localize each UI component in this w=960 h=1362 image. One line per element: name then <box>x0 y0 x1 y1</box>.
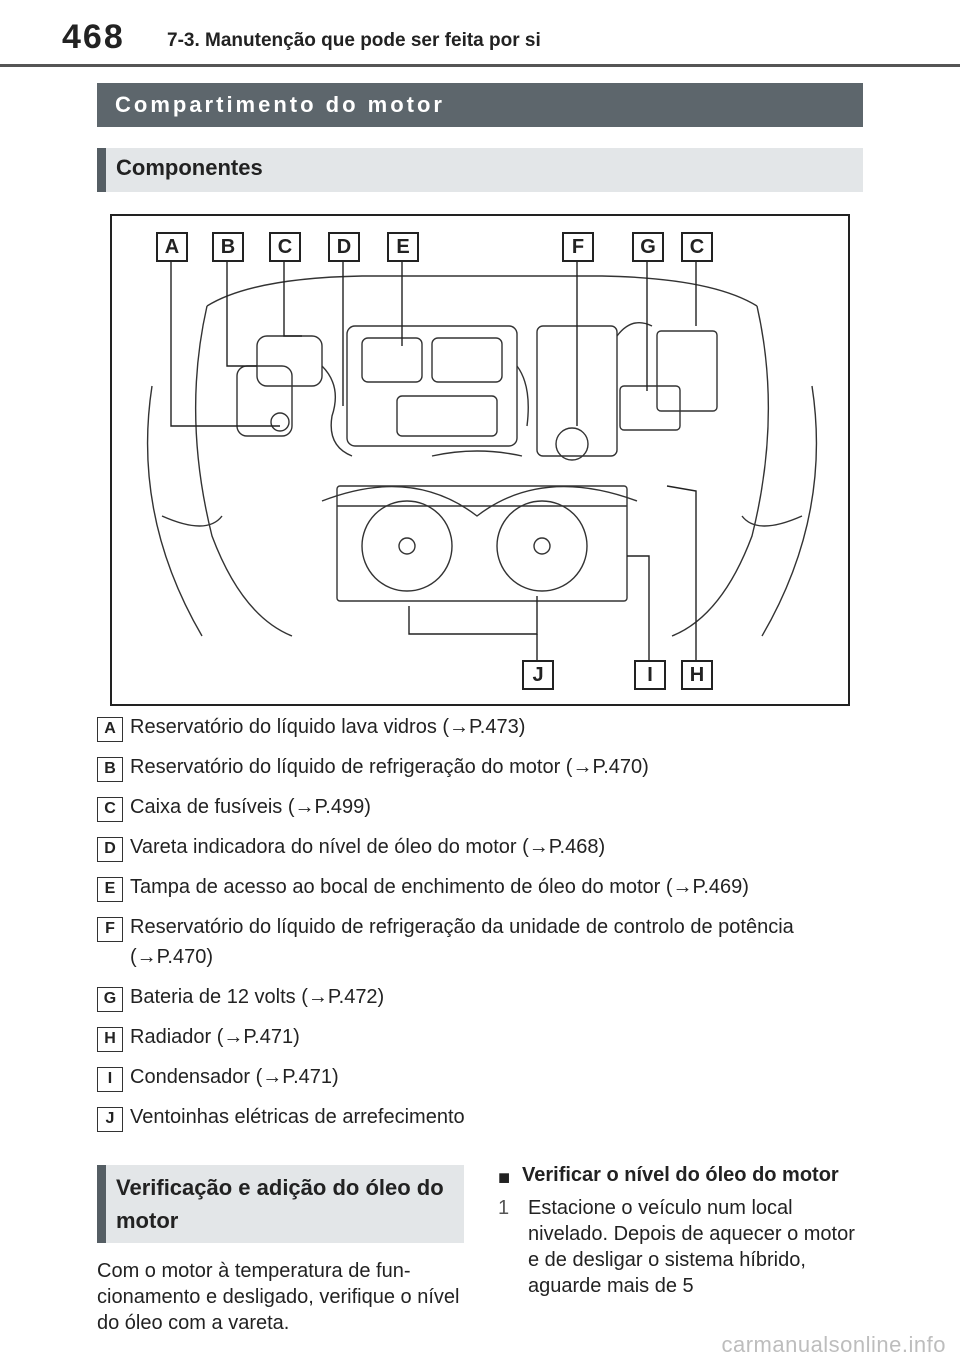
engine-illustration <box>146 262 818 660</box>
callout-j: J <box>522 660 554 690</box>
watermark: carmanualsonline.info <box>721 1332 946 1357</box>
callout-e: E <box>387 232 419 262</box>
legend-text: Tampa de acesso ao bocal de enchimento d… <box>130 876 749 898</box>
legend-key: C <box>97 797 123 822</box>
callout-c-right: C <box>681 232 713 262</box>
legend-text: Reservatório do líquido de refrigeração … <box>130 916 794 968</box>
legend-key: B <box>97 757 123 782</box>
legend-key: D <box>97 837 123 862</box>
legend-text: Radiador (→P.471) <box>130 1026 300 1048</box>
legend-item: F Reservatório do líquido de refrigeraçã… <box>97 912 867 972</box>
legend-item: J Ventoinhas elétricas de arrefecimento <box>97 1102 867 1132</box>
legend-text: Reservatório do líquido de refrigeração … <box>130 756 649 778</box>
step-item: 1 Estacione o veículo num local nivelado… <box>498 1195 868 1299</box>
section-title: 7-3. Manutenção que pode ser feita por s… <box>167 30 541 51</box>
engine-figure: A B C D E F G C J I H <box>110 214 850 706</box>
callout-h: H <box>681 660 713 690</box>
component-legend: A Reservatório do líquido lava vidros (→… <box>97 712 867 1142</box>
callout-d: D <box>328 232 360 262</box>
page-number: 468 <box>62 18 125 56</box>
callout-g: G <box>632 232 664 262</box>
legend-text: Condensador (→P.471) <box>130 1066 339 1088</box>
check-oil-heading-text: Verificar o nível do óleo do motor <box>522 1164 839 1186</box>
legend-text: Bateria de 12 volts (→P.472) <box>130 986 385 1008</box>
callout-c: C <box>269 232 301 262</box>
legend-key: H <box>97 1027 123 1052</box>
step-number: 1 <box>498 1197 510 1219</box>
legend-key: I <box>97 1067 123 1092</box>
legend-key: A <box>97 717 123 742</box>
legend-text: Reservatório do líquido lava vidros (→P.… <box>130 716 526 738</box>
legend-item: E Tampa de acesso ao bocal de enchimento… <box>97 872 867 902</box>
oil-section-heading: Verificação e adição do óleo do motor <box>97 1165 464 1243</box>
callout-f: F <box>562 232 594 262</box>
legend-key: E <box>97 877 123 902</box>
legend-key: J <box>97 1107 123 1132</box>
header-rule <box>0 64 960 67</box>
legend-item: B Reservatório do líquido de refrigeraçã… <box>97 752 867 782</box>
legend-item: G Bateria de 12 volts (→P.472) <box>97 982 867 1012</box>
legend-item: C Caixa de fusíveis (→P.499) <box>97 792 867 822</box>
square-bullet-icon: ■ <box>498 1167 511 1189</box>
legend-text: Vareta indicadora do nível de óleo do mo… <box>130 836 606 858</box>
legend-item: D Vareta indicadora do nível de óleo do … <box>97 832 867 862</box>
components-heading: Componentes <box>97 148 863 192</box>
legend-key: G <box>97 987 123 1012</box>
callout-i: I <box>634 660 666 690</box>
callout-b: B <box>212 232 244 262</box>
check-oil-heading: ■ Verificar o nível do óleo do motor <box>498 1162 868 1189</box>
step-text: Estacione o veículo num local nivelado. … <box>528 1197 855 1297</box>
legend-text: Caixa de fusíveis (→P.499) <box>130 796 371 818</box>
legend-item: H Radiador (→P.471) <box>97 1022 867 1052</box>
legend-item: A Reservatório do líquido lava vidros (→… <box>97 712 867 742</box>
oil-section-body: Com o motor à temperatura de fun-cioname… <box>97 1260 460 1334</box>
legend-item: I Condensador (→P.471) <box>97 1062 867 1092</box>
callout-a: A <box>156 232 188 262</box>
legend-text: Ventoinhas elétricas de arrefecimento <box>130 1106 465 1128</box>
check-oil-column: ■ Verificar o nível do óleo do motor 1 E… <box>498 1162 868 1299</box>
chapter-banner: Compartimento do motor <box>97 83 863 127</box>
legend-key: F <box>97 917 123 942</box>
